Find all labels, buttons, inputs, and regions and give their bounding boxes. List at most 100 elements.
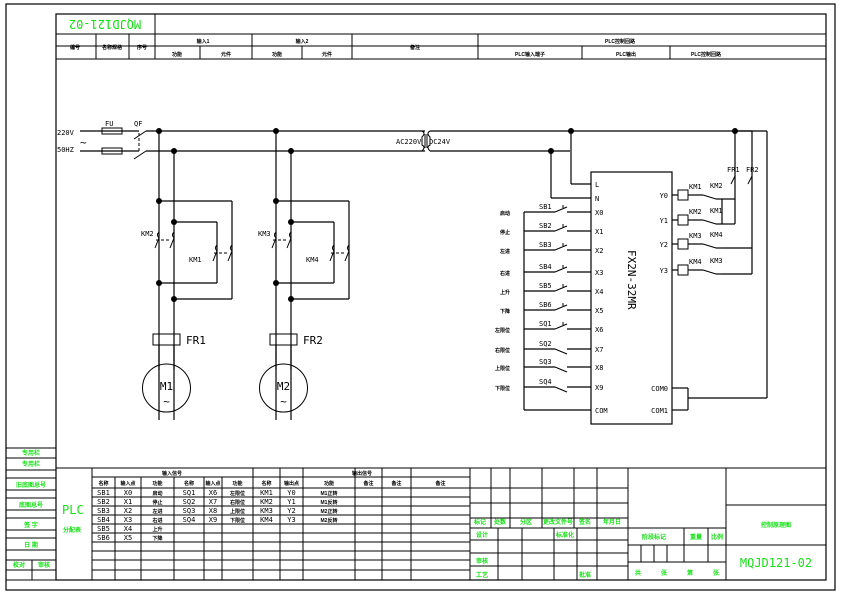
input-cell: X1 — [124, 498, 132, 506]
limit-switch-symbol — [554, 366, 568, 373]
plc-terminal-x4: X4 — [595, 288, 603, 296]
relay-coil-symbol — [677, 214, 689, 226]
input-function-label: 上升 — [500, 289, 510, 296]
output-cell: Y0 — [287, 489, 295, 497]
power-supply: 220V 50HZ ~ FU QF AC220V DC24V — [57, 120, 735, 160]
input-cell: 停止 — [152, 499, 162, 506]
motor-symbol — [142, 363, 191, 413]
output-cell: KM2 — [260, 498, 273, 506]
input-cell: 右限位 — [229, 499, 245, 506]
output-cell: KM4 — [260, 516, 273, 524]
input-function-label: 右限位 — [494, 347, 510, 354]
interlock-contact-symbol — [702, 219, 717, 225]
left-strip-label: 底图总号 — [19, 501, 43, 509]
input-cell: 上升 — [152, 526, 162, 533]
plc-terminal-n: N — [595, 195, 599, 203]
approve-label: 批准 — [579, 571, 591, 579]
input-cell: SB3 — [97, 507, 110, 515]
contact-symbol — [344, 244, 350, 262]
ac-symbol-icon: ~ — [80, 136, 87, 149]
contact-symbol — [169, 231, 175, 249]
drawing-number-rotated: MQJD121-02 — [69, 17, 141, 31]
input-cell: 左进 — [151, 508, 162, 515]
scale-label: 比例 — [711, 533, 723, 541]
interlock-label: KM1 — [710, 207, 723, 215]
input-function-label: 上限位 — [495, 365, 510, 372]
contact-symbol — [227, 244, 233, 262]
input-function-label: 左限位 — [494, 327, 510, 334]
input-device-label: SQ2 — [539, 340, 552, 348]
input-cell: X9 — [209, 516, 217, 524]
header-plc-sub: PLC输出 — [616, 51, 636, 58]
input-cell: X5 — [124, 534, 132, 542]
transformer-primary — [421, 130, 425, 152]
input-function-label: 停止 — [500, 229, 510, 236]
sheet-label: 张 — [661, 569, 668, 577]
input-table-title: 输入信号 — [162, 470, 182, 477]
plc-terminal-com0: COM0 — [651, 385, 668, 393]
revision-header: 处数 — [493, 518, 507, 526]
header-col-number: 编号 — [70, 44, 80, 51]
pushbutton-symbol — [554, 322, 568, 330]
pushbutton-symbol — [554, 284, 568, 292]
input-device-label: SB5 — [539, 282, 552, 290]
stage-label: 阶段标记 — [642, 533, 666, 541]
input-cell: X0 — [124, 489, 132, 497]
input-cell: 上限位 — [230, 508, 245, 515]
interlock-contact-symbol — [702, 194, 717, 200]
output-header: 输出点 — [284, 480, 299, 487]
plc-terminal-l: L — [595, 181, 599, 189]
input-header: 功能 — [232, 480, 242, 487]
input-cell: SB1 — [97, 489, 110, 497]
contact-symbol — [154, 231, 160, 249]
fuse-symbol-2 — [101, 147, 123, 155]
contactor-label: KM3 — [258, 230, 271, 238]
input-device-label: SB4 — [539, 263, 552, 271]
input-cell: 启动 — [152, 490, 162, 497]
relay-coil-symbol — [677, 238, 689, 250]
output-header: 功能 — [324, 480, 334, 487]
input-cell: SQ3 — [183, 507, 196, 515]
input-cell: SB4 — [97, 516, 110, 524]
output-header: 备注 — [362, 480, 373, 487]
drawing-code: MQJD121-02 — [740, 556, 812, 570]
plc-terminal-x7: X7 — [595, 346, 603, 354]
pushbutton-symbol — [554, 303, 568, 311]
header-remark: 备注 — [409, 44, 420, 51]
output-cell: KM1 — [260, 489, 273, 497]
frequency-label: 50HZ — [57, 146, 74, 154]
motor-ac-symbol: ~ — [163, 395, 170, 408]
sheet-label: 第 — [686, 569, 693, 577]
review-label: 审核 — [476, 557, 488, 565]
output-cell: M1反转 — [321, 499, 338, 506]
weight-label: 重量 — [690, 533, 702, 541]
plc-table-subtitle: 分配表 — [63, 526, 82, 534]
input-cell: X6 — [209, 489, 217, 497]
header-plc-title: PLC控制回路 — [605, 38, 636, 45]
input-device-label: SB3 — [539, 241, 552, 249]
header-group1-title: 输入1 — [197, 38, 210, 45]
header-group1-sub: 元件 — [221, 51, 231, 58]
motor-label: M2 — [277, 380, 290, 393]
contactor-label: KM2 — [141, 230, 154, 238]
output-cell: M2正转 — [321, 508, 338, 515]
voltage-label: 220V — [57, 129, 75, 137]
overload-contact-symbol — [730, 175, 736, 185]
input-device-label: SB6 — [539, 301, 552, 309]
input-header: 名称 — [184, 480, 194, 487]
outer-frame — [5, 3, 836, 591]
revision-header: 更改文件号 — [543, 518, 573, 526]
contact-symbol — [212, 244, 218, 262]
plc-terminal-x6: X6 — [595, 326, 603, 334]
revision-header: 年月日 — [603, 518, 621, 526]
plc-terminal-x2: X2 — [595, 247, 603, 255]
header-group2-sub: 功能 — [272, 51, 282, 58]
input-device-label: SB2 — [539, 222, 552, 230]
pushbutton-symbol — [554, 265, 568, 273]
plc-terminal-y1: Y1 — [660, 217, 668, 225]
